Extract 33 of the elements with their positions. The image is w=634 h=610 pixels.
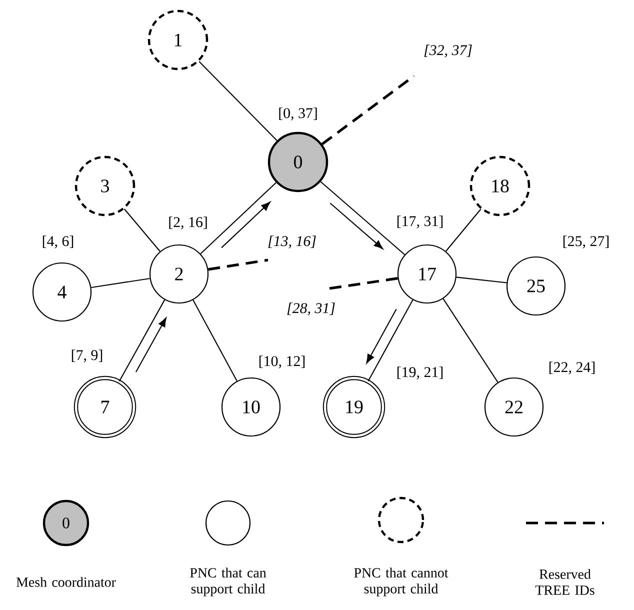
range-label: [17, 31] [397,216,443,228]
edge-label: [28, 31] [287,302,335,316]
link-line [91,278,150,288]
link-line [118,300,166,382]
link-line [124,208,160,252]
link-line [445,208,482,252]
range-label: [10, 12] [259,356,305,368]
range-label: [2, 16] [169,216,207,230]
range-label: [7, 9] [72,350,102,362]
range-label: [0, 37] [279,108,317,120]
arrow [221,202,270,248]
link-line [192,300,238,382]
arrow [135,318,166,372]
reserved-line [208,258,268,271]
edge-label: [32, 37] [424,44,472,58]
link-line [198,61,278,141]
range-label: [4, 6] [42,236,74,248]
link-line [456,276,507,284]
arrow [330,202,384,250]
legend-text: PNC that cannot support child [354,568,448,596]
link-line [320,181,406,256]
reserved-line [321,74,415,146]
legend-text: PNC that can support child [190,568,266,596]
link-line [368,300,414,382]
range-label: [22, 24] [549,362,595,374]
legend-text: Reserved TREE IDs [535,569,594,595]
edge-label: [13, 16] [268,236,316,248]
arrow [366,308,397,364]
range-label: [25, 27] [563,236,609,248]
link-line [442,298,498,383]
range-label: [19, 21] [397,366,443,380]
link-line [200,182,276,254]
legend-text: Mesh coordinator [16,577,116,587]
